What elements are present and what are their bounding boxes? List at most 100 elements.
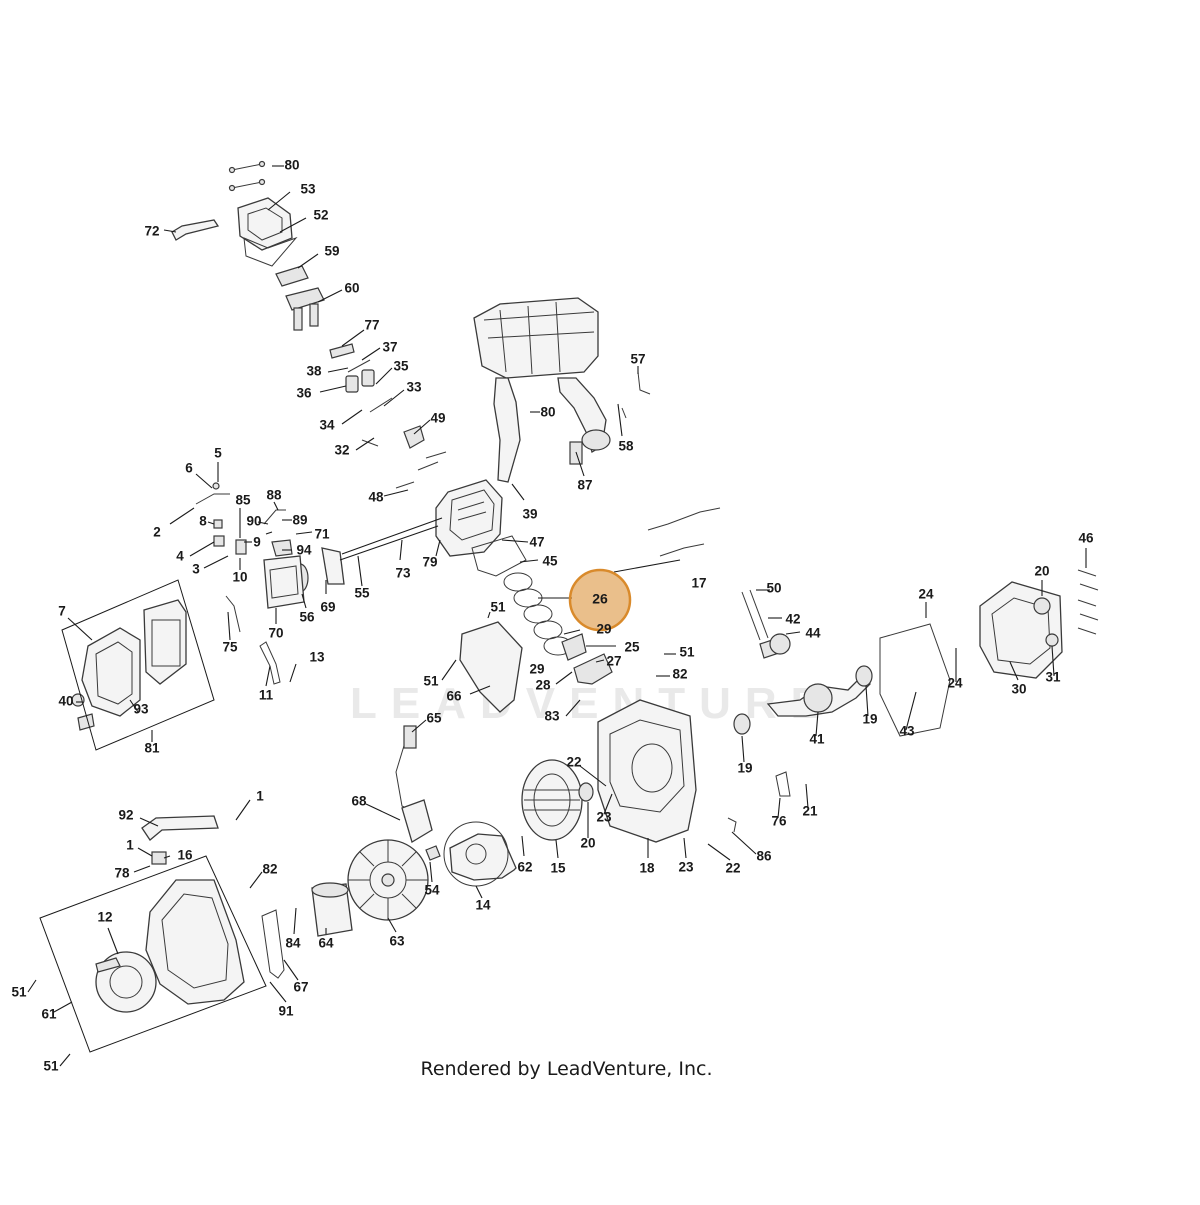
part-blower-housing bbox=[311, 882, 353, 937]
part-governor-linkage bbox=[195, 482, 293, 557]
callout-label: 11 bbox=[259, 688, 274, 703]
callout-label: 72 bbox=[144, 224, 159, 239]
callout-label: 46 bbox=[1078, 531, 1094, 546]
callout-label: 58 bbox=[618, 439, 634, 454]
part-breather-tube bbox=[171, 219, 220, 241]
callout-label: 68 bbox=[351, 794, 367, 809]
callout-label: 92 bbox=[118, 808, 133, 823]
part-bearing-2 bbox=[733, 713, 751, 735]
part-ignition-coil bbox=[395, 725, 433, 843]
callout-label: 54 bbox=[424, 883, 440, 898]
callout-label: 85 bbox=[235, 493, 251, 508]
callout-label: 21 bbox=[802, 804, 818, 819]
highlight-marker[interactable] bbox=[568, 568, 632, 632]
callout-label: 8 bbox=[199, 514, 207, 529]
part-shroud bbox=[459, 621, 523, 713]
leader-lines bbox=[27, 165, 1087, 1067]
part-rocker-arms bbox=[275, 265, 325, 331]
callout-label: 86 bbox=[756, 849, 772, 864]
part-guard-strip bbox=[261, 909, 285, 979]
callout-label: 17 bbox=[691, 576, 706, 591]
callout-label: 36 bbox=[296, 386, 312, 401]
callout-label: 1 bbox=[256, 789, 264, 804]
part-air-filter bbox=[71, 599, 187, 731]
callout-label: 49 bbox=[430, 411, 445, 426]
callout-label: 7 bbox=[58, 604, 66, 619]
callout-label: 3 bbox=[192, 562, 200, 577]
engine-parts bbox=[71, 160, 1099, 1013]
callout-label: 55 bbox=[354, 586, 370, 601]
callout-label: 10 bbox=[232, 570, 247, 585]
callout-label: 69 bbox=[320, 600, 335, 615]
callout-label: 2 bbox=[153, 525, 161, 540]
callout-label: 93 bbox=[133, 702, 149, 717]
callout-label: 83 bbox=[544, 709, 560, 724]
callout-label: 18 bbox=[639, 861, 655, 876]
callout-label: 47 bbox=[529, 535, 544, 550]
callout-label: 63 bbox=[389, 934, 405, 949]
callout-label: 14 bbox=[475, 898, 491, 913]
part-stator bbox=[521, 759, 583, 841]
part-cylinder bbox=[435, 479, 503, 557]
callout-label: 35 bbox=[393, 359, 409, 374]
callout-label: 77 bbox=[364, 318, 379, 333]
callout-label: 91 bbox=[278, 1004, 294, 1019]
part-fuel-hose bbox=[259, 641, 281, 685]
callout-label: 87 bbox=[577, 478, 592, 493]
part-crankcase-cover bbox=[979, 581, 1063, 679]
part-head-bolts bbox=[395, 451, 447, 489]
callout-label: 23 bbox=[678, 860, 694, 875]
callout-label: 52 bbox=[313, 208, 328, 223]
callout-label: 94 bbox=[296, 543, 312, 558]
callout-label: 51 bbox=[490, 600, 506, 615]
part-rotor bbox=[443, 821, 517, 887]
callout-label: 56 bbox=[299, 610, 315, 625]
callout-label: 79 bbox=[422, 555, 437, 570]
callout-label: 48 bbox=[368, 490, 384, 505]
callout-label: 51 bbox=[423, 674, 439, 689]
part-dipstick bbox=[775, 771, 791, 797]
callout-label: 19 bbox=[862, 712, 877, 727]
callout-label: 89 bbox=[292, 513, 307, 528]
callout-label: 82 bbox=[262, 862, 277, 877]
callout-label: 81 bbox=[144, 741, 160, 756]
callout-label: 24 bbox=[918, 587, 934, 602]
callout-label: 29 bbox=[529, 662, 544, 677]
callout-label: 45 bbox=[542, 554, 558, 569]
callout-label: 23 bbox=[596, 810, 612, 825]
callout-label: 27 bbox=[606, 654, 621, 669]
callout-label: 30 bbox=[1011, 682, 1026, 697]
callout-label: 76 bbox=[771, 814, 787, 829]
callout-label: 61 bbox=[41, 1007, 57, 1022]
part-head-gasket bbox=[471, 535, 527, 577]
callout-label: 22 bbox=[566, 755, 581, 770]
callout-label: 78 bbox=[114, 866, 130, 881]
callout-label: 31 bbox=[1045, 670, 1061, 685]
callout-label: 59 bbox=[324, 244, 339, 259]
part-crankshaft bbox=[766, 675, 871, 717]
callout-labels: 80 53 52 72 59 60 77 37 38 35 36 33 34 4… bbox=[11, 158, 1094, 1074]
part-choke-link bbox=[225, 595, 241, 633]
callout-label: 75 bbox=[222, 640, 238, 655]
callout-label: 29 bbox=[596, 622, 611, 637]
callout-label: 6 bbox=[185, 461, 193, 476]
callout-label: 44 bbox=[805, 626, 821, 641]
callout-label: 57 bbox=[630, 352, 645, 367]
callout-label: 12 bbox=[97, 910, 112, 925]
callout-label: 64 bbox=[318, 936, 334, 951]
callout-label: 80 bbox=[284, 158, 299, 173]
part-cover-bolts bbox=[1077, 569, 1099, 635]
callout-label: 60 bbox=[344, 281, 359, 296]
callout-label-highlighted: 26 bbox=[592, 591, 608, 607]
callout-label: 34 bbox=[319, 418, 335, 433]
callout-label: 88 bbox=[266, 488, 282, 503]
part-camshaft bbox=[741, 589, 791, 659]
callout-label: 13 bbox=[309, 650, 325, 665]
callout-label: 41 bbox=[809, 732, 825, 747]
callout-label: 90 bbox=[246, 514, 261, 529]
callout-label: 19 bbox=[737, 761, 752, 776]
callout-label: 20 bbox=[580, 836, 595, 851]
callout-label: 24 bbox=[947, 676, 963, 691]
callout-label: 70 bbox=[268, 626, 283, 641]
